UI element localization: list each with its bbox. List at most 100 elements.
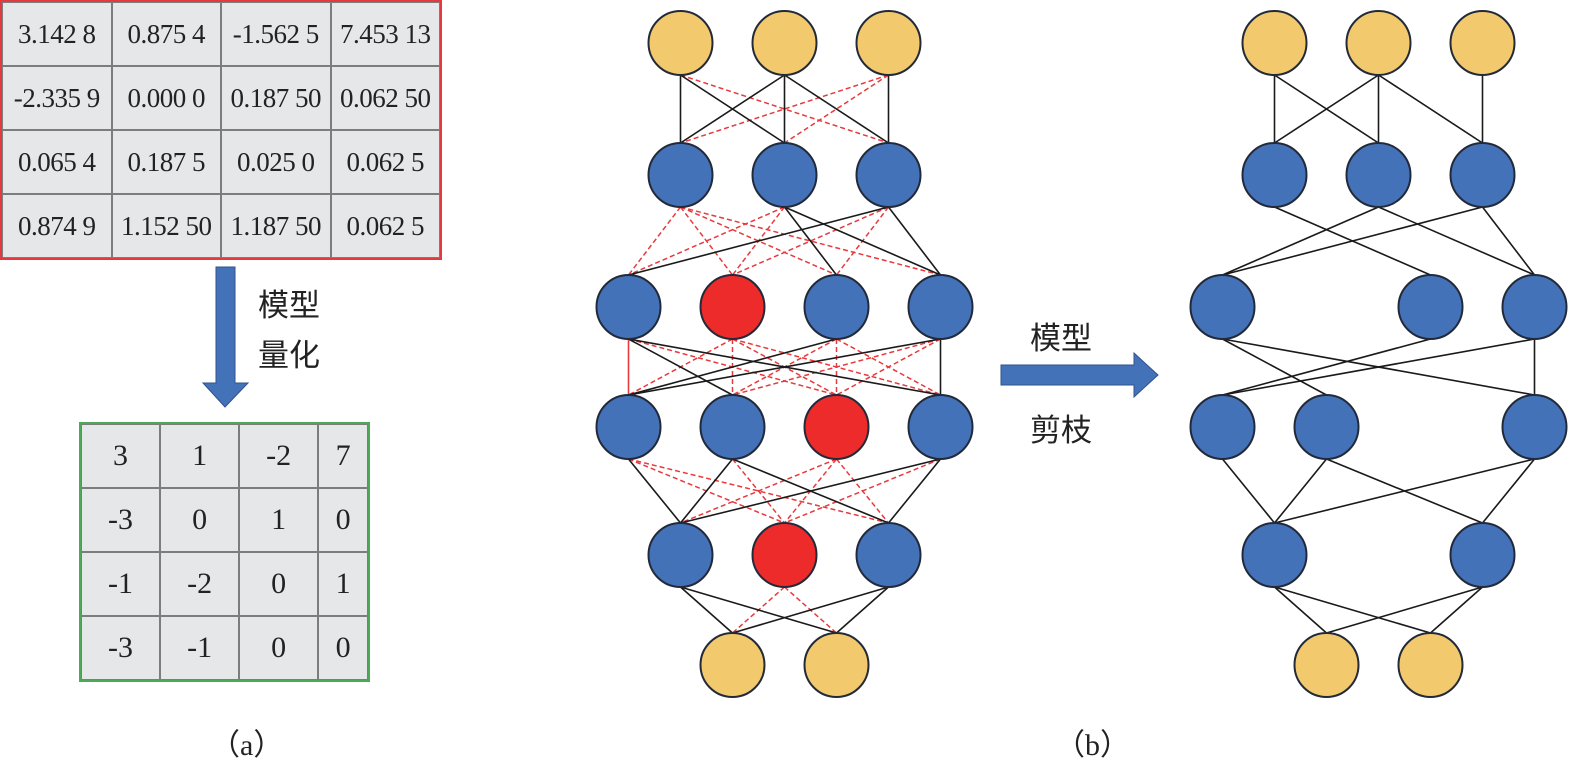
- pruned-connection: [680, 74, 889, 144]
- matrix-cell: 0.062 5: [329, 193, 441, 259]
- io-neuron: [1345, 10, 1412, 76]
- matrix-cell: 0: [159, 487, 241, 553]
- pruned-connection: [680, 74, 889, 144]
- io-neuron: [1241, 10, 1308, 76]
- kept-connection: [628, 338, 733, 396]
- prune-label-2: 剪枝: [1030, 413, 1092, 449]
- matrix-cell: -1.562 5: [220, 1, 332, 67]
- pruned-connection: [784, 74, 889, 144]
- matrix-cell: -3: [79, 615, 162, 681]
- matrix-cell: -1: [159, 615, 241, 681]
- hidden-neuron: [647, 142, 714, 208]
- matrix-cell: 0.025 0: [220, 129, 332, 195]
- connection: [1221, 458, 1276, 524]
- pruned-connection: [680, 206, 941, 276]
- connection: [1222, 338, 1327, 396]
- pruned-neuron: [803, 394, 870, 460]
- hidden-neuron: [1293, 394, 1360, 460]
- matrix-cell: 1.152 50: [110, 193, 222, 259]
- io-neuron: [647, 10, 714, 76]
- network-before-pruning: [595, 10, 974, 698]
- hidden-neuron: [1449, 522, 1516, 588]
- hidden-neuron: [907, 394, 974, 460]
- pruned-connection: [680, 206, 837, 276]
- matrix-cell: 3.142 8: [1, 1, 113, 67]
- io-neuron: [1293, 632, 1360, 698]
- pruned-neuron: [751, 522, 818, 588]
- matrix-cell: 0: [317, 615, 369, 681]
- kept-connection: [835, 586, 890, 634]
- matrix-cell: -2.335 9: [1, 65, 113, 131]
- hidden-neuron: [595, 394, 662, 460]
- hidden-neuron: [1345, 142, 1412, 208]
- hidden-neuron: [1449, 142, 1516, 208]
- matrix-cell: 0.187 50: [220, 65, 332, 131]
- matrix-cell: 0: [238, 551, 320, 617]
- hidden-neuron: [1501, 274, 1568, 340]
- matrix-cell: 0.874 9: [1, 193, 113, 259]
- kept-connection: [628, 206, 889, 276]
- kept-connection: [628, 338, 941, 396]
- matrix-cell: 1: [159, 423, 241, 489]
- connection: [1378, 206, 1535, 276]
- connection: [1481, 206, 1536, 276]
- io-neuron: [751, 10, 818, 76]
- connection: [1274, 586, 1431, 634]
- prune-label-1: 模型: [1030, 321, 1092, 357]
- matrix-cell: 0.187 5: [110, 129, 222, 195]
- kept-connection: [887, 206, 942, 276]
- hidden-neuron: [803, 274, 870, 340]
- matrix-cell: 0.062 5: [329, 129, 441, 195]
- kept-connection: [679, 458, 734, 524]
- connection: [1222, 206, 1483, 276]
- matrix-cell: 0.000 0: [110, 65, 222, 131]
- hidden-neuron: [855, 522, 922, 588]
- matrix-cell: 1: [317, 551, 369, 617]
- kept-connection: [628, 338, 837, 396]
- connection: [1222, 338, 1535, 396]
- quantize-label-1: 模型: [258, 288, 320, 324]
- matrix-cell: 7.453 13: [329, 1, 441, 67]
- matrix-cell: 7: [317, 423, 369, 489]
- matrix-cell: -1: [79, 551, 162, 617]
- pruned-connection: [679, 206, 734, 276]
- connection: [1481, 458, 1536, 524]
- kept-connection: [887, 458, 942, 524]
- matrix-cell: -2: [238, 423, 320, 489]
- matrix-cell: 1: [238, 487, 320, 553]
- connection: [1326, 586, 1483, 634]
- hidden-neuron: [1241, 142, 1308, 208]
- kept-connection: [732, 586, 889, 634]
- kept-connection: [680, 458, 941, 524]
- hidden-neuron: [1241, 522, 1308, 588]
- pruned-connection: [680, 458, 837, 524]
- pruned-connection: [628, 206, 785, 276]
- matrix-cell: 3: [79, 423, 162, 489]
- matrix-cell: 0.875 4: [110, 1, 222, 67]
- kept-connection: [679, 586, 734, 634]
- matrix-cell: -2: [159, 551, 241, 617]
- pruned-neuron: [699, 274, 766, 340]
- hidden-neuron: [699, 394, 766, 460]
- pruned-connection: [627, 206, 682, 276]
- hidden-neuron: [855, 142, 922, 208]
- connection: [1274, 458, 1535, 524]
- pruned-connection: [784, 458, 941, 524]
- io-neuron: [855, 10, 922, 76]
- matrix-cell: 0.062 50: [329, 65, 441, 131]
- matrix-cell: 0.065 4: [1, 129, 113, 195]
- kept-connection: [680, 74, 785, 144]
- hidden-neuron: [647, 522, 714, 588]
- connection: [1222, 206, 1379, 276]
- matrix-cell: 1.187 50: [220, 193, 332, 259]
- hidden-neuron: [1501, 394, 1568, 460]
- hidden-neuron: [1189, 394, 1256, 460]
- kept-connection: [680, 586, 837, 634]
